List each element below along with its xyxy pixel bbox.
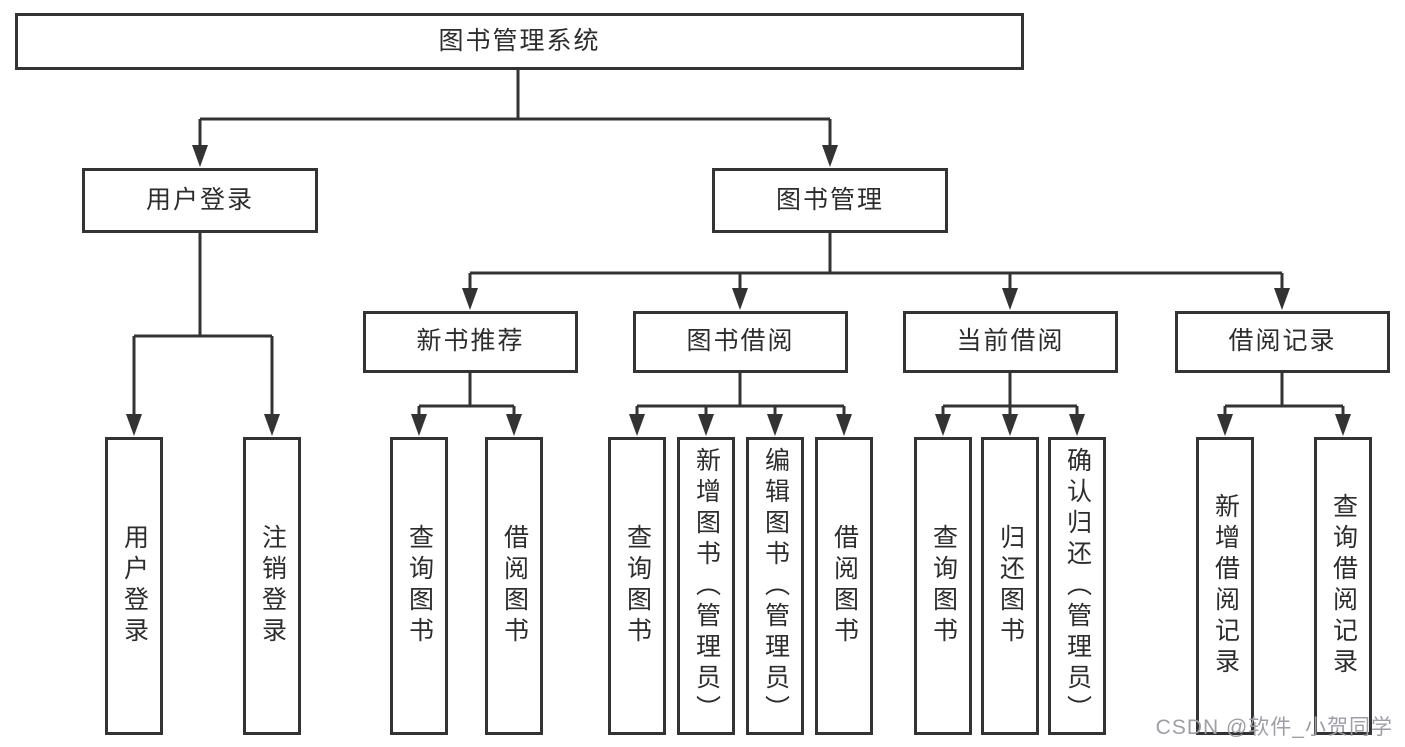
node-leaf-user-login: 用户登录 — [105, 437, 163, 735]
node-current-query-book: 查询图书 — [914, 437, 972, 735]
node-borrow-borrow-book: 借阅图书 — [815, 437, 873, 735]
node-current-confirm-return-admin: 确认归还（管理员） — [1048, 437, 1106, 735]
node-record-query-borrow-record: 查询借阅记录 — [1314, 437, 1372, 735]
csdn-watermark: CSDN @软件_小贺同学 — [1155, 716, 1393, 739]
node-newbook-borrow-book: 借阅图书 — [485, 437, 543, 735]
arrowheads — [126, 145, 1351, 436]
node-borrow-record: 借阅记录 — [1175, 311, 1390, 373]
node-book-borrow: 图书借阅 — [633, 311, 848, 373]
node-new-book-recommend: 新书推荐 — [363, 311, 578, 373]
node-borrow-edit-book-admin: 编辑图书（管理员） — [746, 437, 804, 735]
node-root-system: 图书管理系统 — [15, 13, 1024, 70]
node-user-login: 用户登录 — [82, 168, 318, 233]
node-borrow-query-book: 查询图书 — [608, 437, 666, 735]
node-record-add-borrow-record: 新增借阅记录 — [1196, 437, 1254, 735]
node-book-management: 图书管理 — [712, 168, 948, 233]
node-newbook-query-book: 查询图书 — [390, 437, 448, 735]
node-leaf-logout: 注销登录 — [243, 437, 301, 735]
node-current-borrow: 当前借阅 — [903, 311, 1118, 373]
node-borrow-add-book-admin: 新增图书（管理员） — [677, 437, 735, 735]
node-current-return-book: 归还图书 — [981, 437, 1039, 735]
